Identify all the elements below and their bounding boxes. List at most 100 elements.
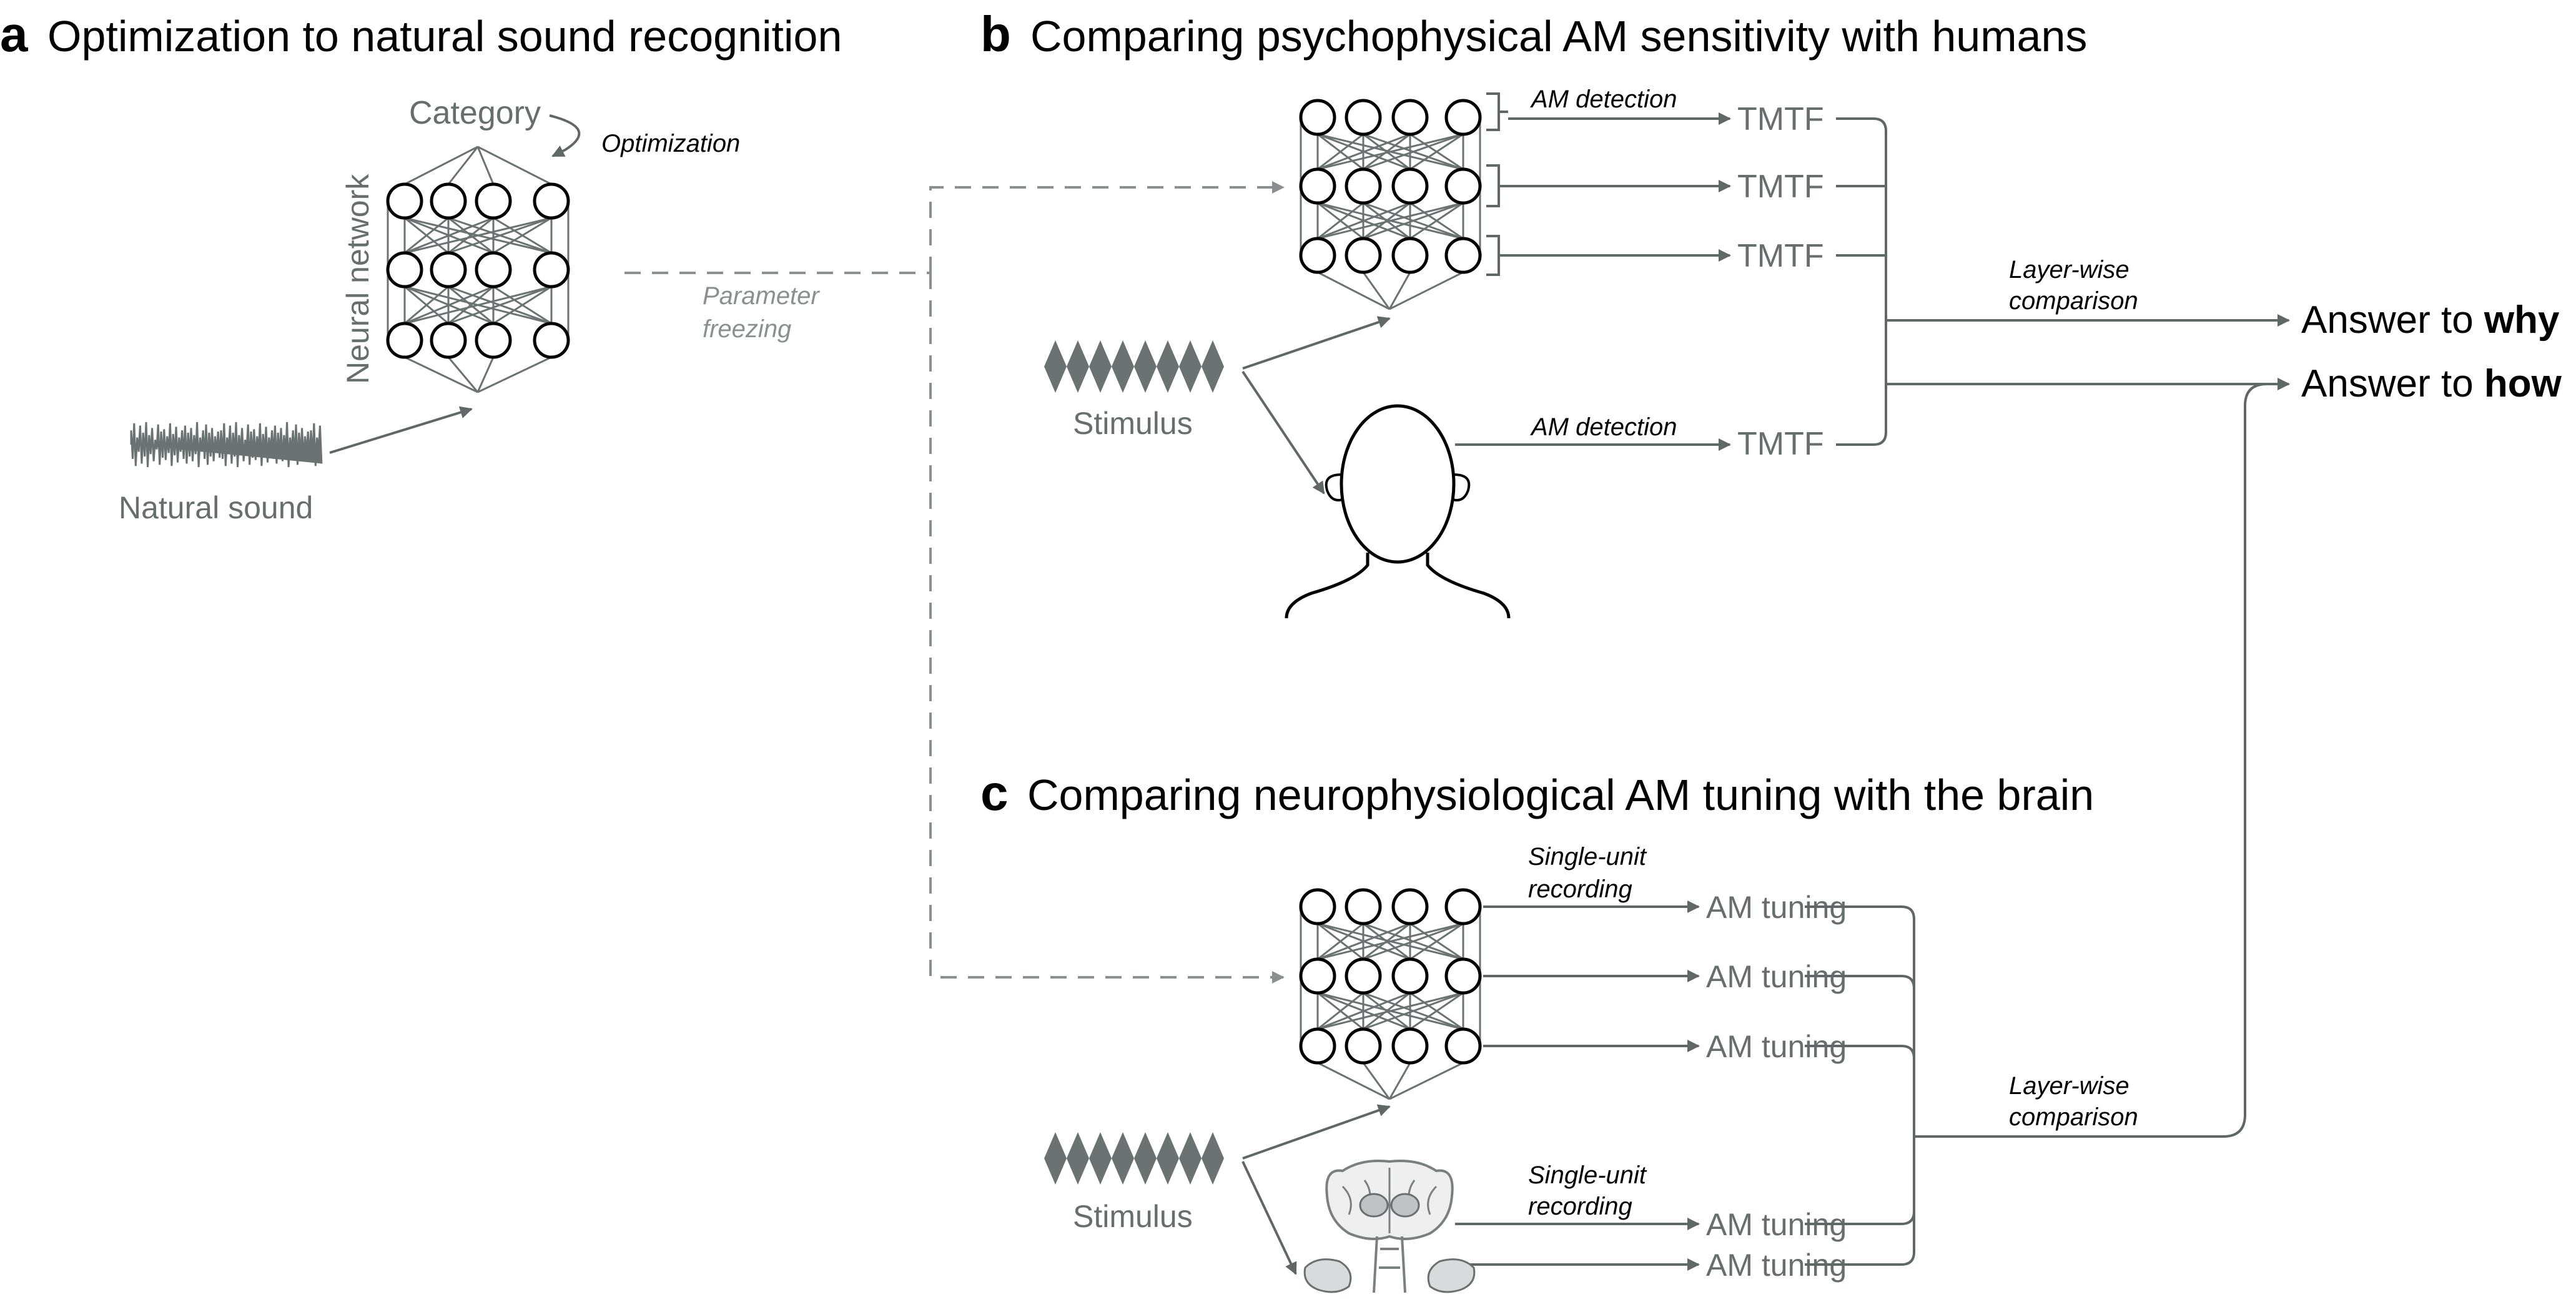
am-burst	[1044, 1132, 1067, 1185]
panel-a-title: Optimization to natural sound recognitio…	[47, 12, 842, 61]
c-to-how-arrow	[1914, 378, 2290, 1138]
tmtf-label-4: TMTF	[1737, 426, 1824, 462]
am-burst	[1202, 1132, 1224, 1185]
tmtf-label-3: TMTF	[1737, 238, 1824, 274]
network-a-connection	[404, 217, 449, 254]
network-a-connection	[448, 285, 494, 325]
network-a-top-line	[447, 146, 479, 185]
recording-top-line2: recording	[1528, 875, 1632, 903]
human-head	[1285, 404, 1511, 619]
category-label: Category	[409, 95, 541, 131]
network-c-node	[1444, 888, 1482, 925]
network-a-connection	[448, 285, 552, 325]
network-c-node	[1391, 888, 1429, 925]
network-a-node	[430, 322, 467, 359]
am-burst	[1134, 1132, 1157, 1185]
network-c-connection	[1317, 922, 1464, 960]
tmtf-bus	[1836, 117, 1887, 446]
optimization-label: Optimization	[601, 130, 740, 157]
network-a-connection	[404, 285, 552, 325]
bracket-layer1	[1486, 92, 1508, 131]
am-detection-human: AM detection	[1530, 413, 1677, 441]
network-c-node	[1299, 888, 1336, 925]
comparison-b-line2: comparison	[2009, 287, 2138, 315]
network-a-node	[430, 251, 467, 289]
network-a-apex-line	[476, 357, 495, 393]
network-c-node	[1391, 1027, 1429, 1065]
network-c-connection	[1363, 992, 1464, 1030]
stimulus-b-to-network	[1242, 316, 1391, 370]
network-c-connection	[1317, 992, 1364, 1030]
network-c-apex-line	[1388, 1062, 1411, 1100]
network-c-node	[1345, 888, 1382, 925]
network-a-connection	[404, 285, 494, 325]
network-c-connection	[1317, 992, 1411, 1030]
network-c-node	[1391, 957, 1429, 995]
network-a-node	[533, 322, 570, 359]
network-a-connection	[404, 217, 552, 254]
network-b-node	[1299, 237, 1336, 274]
network-b-node	[1444, 167, 1482, 205]
answer-how-word: how	[2484, 362, 2562, 405]
network-c-connection	[1409, 992, 1464, 1030]
network-b	[1299, 99, 1482, 310]
panel-b: b Comparing psychophysical AM sensitivit…	[980, 6, 2562, 619]
optimization-arrow	[549, 114, 581, 157]
panel-b-letter: b	[980, 6, 1011, 62]
recording-brain-line2: recording	[1528, 1193, 1632, 1220]
network-b-connection	[1363, 133, 1464, 170]
panel-a-letter: a	[0, 6, 28, 62]
network-b-connection	[1317, 133, 1411, 170]
network-b-node	[1299, 99, 1336, 136]
freeze-arrow-to-b	[929, 181, 1285, 273]
comparison-c-line1: Layer-wise	[2009, 1072, 2129, 1100]
answer-why: Answer to why	[2301, 298, 2560, 342]
am-burst	[1179, 1132, 1202, 1185]
network-c	[1299, 888, 1482, 1100]
network-b-node	[1345, 99, 1382, 136]
network-a-connection	[448, 217, 494, 254]
tuning-bus-tick-4	[1805, 1211, 1915, 1225]
stimulus-c-to-network	[1242, 1104, 1391, 1160]
network-a-node	[430, 182, 467, 220]
network-a-apex-line	[447, 357, 479, 393]
am-burst	[1202, 340, 1224, 393]
am-burst	[1089, 1132, 1112, 1185]
panel-a: a Optimization to natural sound recognit…	[0, 6, 1285, 984]
network-a-node	[386, 322, 423, 359]
freeze-label-line2: freezing	[703, 315, 791, 343]
tmtf-label-1: TMTF	[1737, 101, 1824, 137]
bracket-layer3	[1486, 235, 1508, 276]
network-c-node	[1444, 957, 1482, 995]
am-burst	[1067, 1132, 1089, 1185]
network-c-connection	[1317, 922, 1411, 960]
network-c-node	[1444, 1027, 1482, 1065]
network-c-node	[1345, 1027, 1382, 1065]
network-a-node	[475, 322, 512, 359]
network-b-node	[1391, 167, 1429, 205]
panel-c-letter: c	[980, 765, 1009, 821]
network-c-connection	[1409, 922, 1464, 960]
answer-how-prefix: Answer to	[2301, 362, 2484, 405]
am-burst	[1157, 1132, 1179, 1185]
network-b-connection	[1317, 133, 1464, 170]
network-a-connection	[404, 217, 494, 254]
network-a-top-line	[477, 145, 552, 185]
network-b-apex-line	[1388, 272, 1411, 310]
panel-b-title: Comparing psychophysical AM sensitivity …	[1030, 12, 2087, 61]
am-burst	[1044, 340, 1067, 393]
network-b-connection	[1317, 133, 1364, 170]
recording-brain-line1: Single-unit	[1528, 1161, 1647, 1189]
network-c-node	[1299, 1027, 1336, 1065]
sound-to-network-arrow	[329, 406, 473, 454]
network-b-node	[1444, 237, 1482, 274]
network-a-top-line	[404, 145, 478, 185]
network-c-connection	[1317, 992, 1464, 1030]
comparison-b-line1: Layer-wise	[2009, 256, 2129, 284]
tmtf-label-2: TMTF	[1737, 169, 1824, 205]
network-c-apex-line	[1317, 1062, 1390, 1100]
network-b-node	[1444, 99, 1482, 136]
answer-why-word: why	[2484, 298, 2560, 342]
network-c-connection	[1317, 922, 1364, 960]
am-burst	[1089, 340, 1112, 393]
